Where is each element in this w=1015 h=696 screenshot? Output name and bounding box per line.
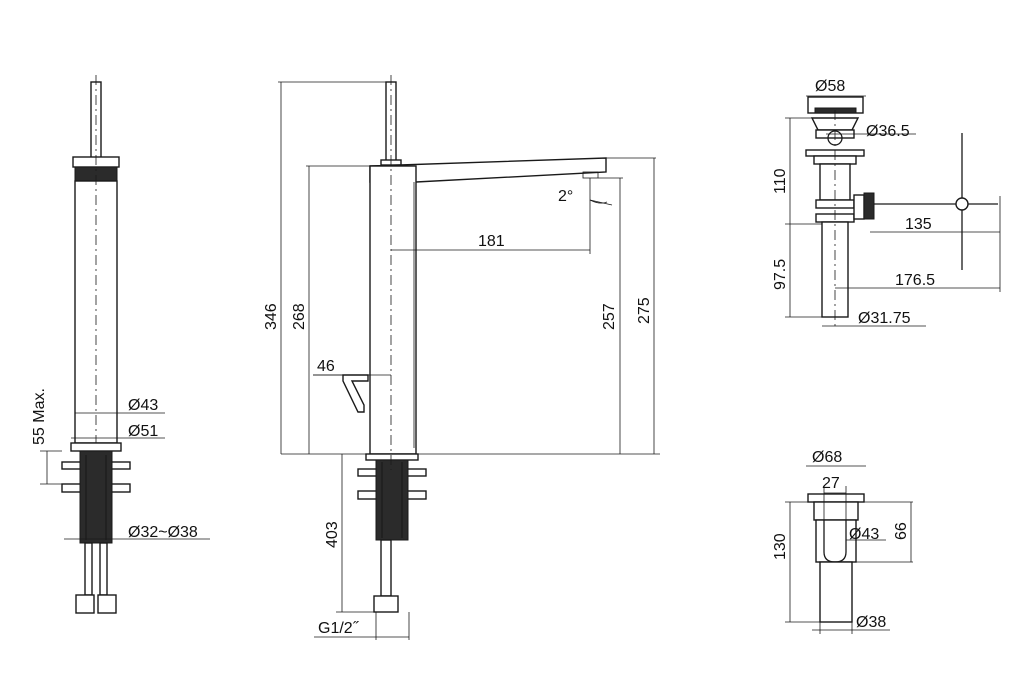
dim-side-d51: Ø51 xyxy=(128,423,158,440)
dim-front-346: 346 xyxy=(263,303,280,330)
dim-front-angle: 2° xyxy=(558,188,573,205)
front-view: 346 268 46 403 G1/2˝ 181 2° 257 275 xyxy=(263,75,660,640)
dim-trap-d68: Ø68 xyxy=(812,449,842,466)
dim-trap-d38: Ø38 xyxy=(856,614,886,631)
dim-front-403: 403 xyxy=(324,521,341,548)
dim-front-275: 275 xyxy=(636,297,653,324)
dim-drain-d365: Ø36.5 xyxy=(866,123,910,140)
dim-trap-27: 27 xyxy=(822,475,840,492)
dim-front-181: 181 xyxy=(478,233,505,250)
dim-drain-135: 135 xyxy=(905,216,932,233)
dim-side-55max: 55 Max. xyxy=(31,388,48,445)
dim-drain-975: 97.5 xyxy=(772,259,789,290)
drain-view: Ø58 Ø36.5 110 135 97.5 176.5 Ø31.75 xyxy=(772,78,1001,330)
dim-trap-d43: Ø43 xyxy=(849,526,879,543)
dim-front-46: 46 xyxy=(317,358,335,375)
dim-side-d43: Ø43 xyxy=(128,397,158,414)
side-view: Ø43 Ø51 Ø32~Ø38 55 Max. xyxy=(31,75,210,614)
dim-trap-130: 130 xyxy=(772,533,789,560)
dim-front-thread: G1/2˝ xyxy=(318,620,360,637)
dim-front-268: 268 xyxy=(291,303,308,330)
dim-side-d32-38: Ø32~Ø38 xyxy=(128,524,198,541)
dim-drain-1765: 176.5 xyxy=(895,272,935,289)
dim-drain-d58: Ø58 xyxy=(815,78,845,95)
dim-front-257: 257 xyxy=(601,303,618,330)
dim-trap-66: 66 xyxy=(893,522,910,540)
dim-drain-110: 110 xyxy=(772,168,789,194)
dim-drain-d3175: Ø31.75 xyxy=(858,310,911,327)
trap-view: Ø68 27 Ø43 66 130 Ø38 xyxy=(772,449,913,634)
